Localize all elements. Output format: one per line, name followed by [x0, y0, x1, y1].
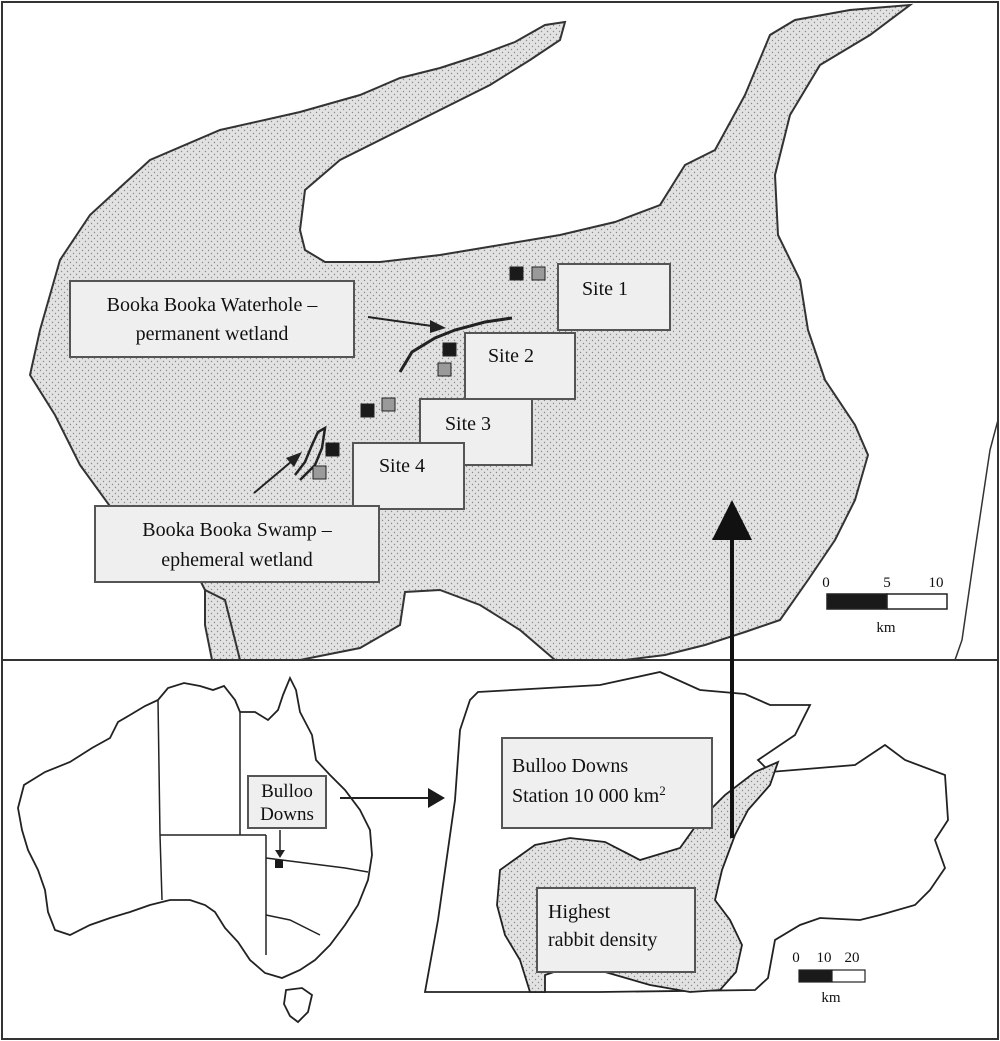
site3-label: Site 3	[445, 413, 491, 435]
site2-marker-dark	[442, 342, 457, 357]
top-scale-tick-5: 5	[883, 575, 891, 591]
top-panel: Site 1 Site 3 Site 2 Site 4 Booka Booka …	[1, 1, 999, 661]
bottom-scale-tick-10: 10	[817, 950, 832, 966]
bottom-scale-segment-dark	[798, 969, 833, 983]
site4-label-box: Site 4	[352, 442, 465, 510]
swamp-arrow-head	[286, 452, 302, 467]
swamp-creek	[294, 425, 327, 481]
australia-outline	[17, 675, 373, 979]
site4-marker-light	[312, 465, 327, 480]
qld-nsw-border	[265, 857, 369, 873]
site3-marker-light	[381, 397, 396, 412]
road-line	[954, 419, 999, 661]
rabbit-label-line2: rabbit density	[548, 929, 657, 951]
bottom-panel: Bulloo Downs Bulloo Downs Station 10 000…	[1, 500, 999, 1040]
top-scale-tick-0: 0	[822, 575, 830, 591]
bulloo-location-marker	[275, 860, 283, 868]
station-label-line2: Station 10 000 km2	[512, 783, 666, 808]
swamp-callout: Booka Booka Swamp – ephemeral wetland	[94, 505, 380, 583]
waterhole-label-line1: Booka Booka Waterhole –	[107, 294, 319, 316]
site1-label: Site 1	[582, 278, 628, 300]
waterhole-arrow-head	[430, 320, 446, 333]
rabbit-label-line1: Highest	[548, 901, 611, 923]
top-scale-unit: km	[876, 620, 896, 636]
site2-label: Site 2	[488, 345, 534, 367]
bottom-scale-tick-20: 20	[845, 950, 860, 966]
top-scale-tick-10: 10	[929, 575, 944, 591]
bulloo-callout: Bulloo Downs	[247, 775, 327, 829]
swamp-arrow-shaft	[253, 460, 293, 494]
site2-marker-light	[437, 362, 452, 377]
top-scale-segment-light	[886, 593, 948, 610]
waterhole-creek	[398, 316, 513, 373]
waterhole-callout: Booka Booka Waterhole – permanent wetlan…	[69, 280, 355, 358]
site3-marker-dark	[360, 403, 375, 418]
nsw-vic-border	[265, 914, 321, 936]
top-scale-segment-dark	[826, 593, 888, 610]
swamp-label-line2: ephemeral wetland	[161, 549, 313, 571]
bulloo-label-line1: Bulloo	[261, 781, 313, 802]
bottom-scale-tick-0: 0	[792, 950, 800, 966]
site1-marker-light	[531, 266, 546, 281]
bottom-scale-unit: km	[821, 990, 841, 1006]
site1-label-box: Site 1	[557, 263, 671, 331]
site1-marker-dark	[509, 266, 524, 281]
site4-label: Site 4	[379, 455, 425, 477]
site4-marker-dark	[325, 442, 340, 457]
top-scale-bar: 0 5 10 km	[822, 575, 948, 636]
swamp-label-line1: Booka Booka Swamp –	[142, 519, 332, 541]
station-label-line1: Bulloo Downs	[512, 755, 628, 777]
station-arrow-head	[428, 788, 445, 808]
bulloo-label-line2: Downs	[260, 804, 314, 825]
station-callout: Bulloo Downs Station 10 000 km2	[501, 737, 713, 829]
zoom-arrow-head	[712, 500, 752, 540]
waterhole-arrow-shaft	[367, 316, 433, 327]
waterhole-label-line2: permanent wetland	[136, 323, 289, 345]
tasmania-outline	[283, 987, 314, 1024]
bottom-scale-segment-light	[831, 969, 866, 983]
bottom-scale-bar: 0 10 20 km	[792, 950, 866, 1006]
rabbit-density-callout: Highest rabbit density	[536, 887, 696, 973]
bulloo-pointer-head	[275, 850, 285, 858]
site2-label-box: Site 2	[464, 332, 576, 400]
